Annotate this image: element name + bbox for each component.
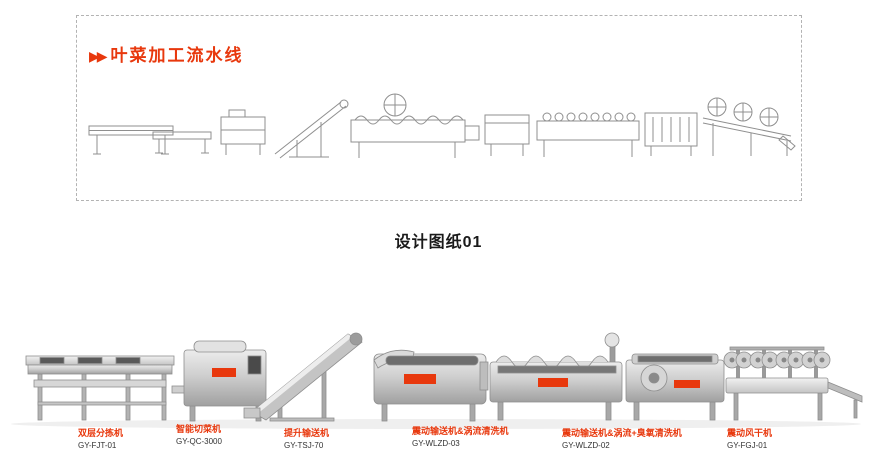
photo-dial-washer	[625, 353, 725, 421]
drawing-caption: 设计图纸01	[394, 234, 483, 251]
drawing-outfeed-fans	[702, 97, 796, 156]
machine-model: GY-FGJ-01	[727, 440, 768, 450]
drawing-transfer-unit	[484, 114, 530, 156]
machine-label-air-dryer: 震动风干机 GY-FGJ-01	[727, 428, 773, 450]
machine-label-sorter: 双层分拣机 GY-FJT-01	[78, 428, 124, 450]
machine-model: GY-WLZD-03	[412, 438, 460, 448]
machine-name: 双层分拣机	[78, 428, 124, 438]
photo-sorter-machine	[25, 355, 175, 421]
double-arrow-icon: ▶▶	[89, 47, 107, 64]
drawing-infeed-conveyor	[88, 125, 174, 155]
drawing-elevator	[274, 99, 349, 159]
machine-name: 震动输送机&涡流清洗机	[412, 426, 509, 436]
machine-model: GY-WLZD-02	[562, 440, 610, 450]
photo-vortex-washer	[373, 349, 489, 422]
line-drawing	[88, 93, 796, 159]
machine-photo	[11, 332, 863, 429]
machine-name: 震动输送机&涡流+臭氧清洗机	[562, 428, 682, 438]
photo-elevator-conveyor	[243, 332, 363, 422]
drawing-vortex-washer	[350, 93, 480, 158]
machine-model: GY-TSJ-70	[284, 440, 324, 450]
machine-label-vortex-washer: 震动输送机&涡流清洗机 GY-WLZD-03	[412, 426, 509, 448]
photo-air-dryer	[723, 346, 863, 421]
photo-ozone-washer	[489, 332, 623, 421]
machine-name: 提升输送机	[284, 428, 330, 438]
blueprint-panel: ▶▶ 叶菜加工流水线	[76, 15, 802, 201]
machine-label-elevator: 提升输送机 GY-TSJ-70	[284, 428, 330, 450]
drawing-dryer	[644, 112, 698, 156]
machine-name: 震动风干机	[727, 428, 773, 438]
drawing-ozone-washer	[536, 112, 640, 157]
section-title-text: 叶菜加工流水线	[110, 46, 244, 65]
section-title: ▶▶ 叶菜加工流水线	[89, 47, 244, 64]
ground-shadow	[11, 419, 861, 429]
machine-model: GY-FJT-01	[78, 440, 117, 450]
machine-model: GY-QC-3000	[176, 436, 222, 446]
machine-label-cutter: 智能切菜机 GY-QC-3000	[176, 424, 222, 446]
drawing-sorting-table	[152, 131, 212, 154]
machine-label-ozone-washer: 震动输送机&涡流+臭氧清洗机 GY-WLZD-02	[562, 428, 682, 450]
drawing-cutter	[220, 109, 266, 155]
machine-name: 智能切菜机	[176, 424, 222, 434]
